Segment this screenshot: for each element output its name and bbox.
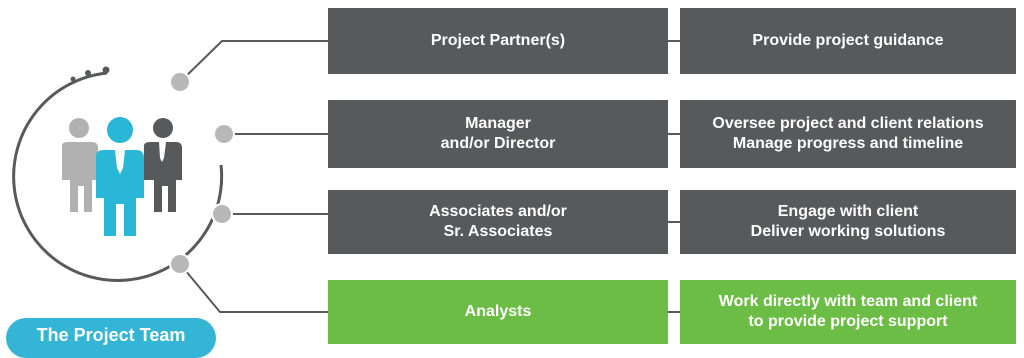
person-left-icon — [62, 118, 98, 212]
responsibility-box-associates: Engage with client Deliver working solut… — [680, 190, 1016, 254]
team-label: The Project Team — [36, 325, 186, 345]
responsibility-line-1: Engage with client — [777, 203, 919, 220]
role-box-manager: Manager and/or Director — [328, 100, 668, 168]
responsibility-line-2: Deliver working solutions — [750, 223, 946, 240]
team-circle-ring — [12, 71, 224, 282]
ring-dot — [70, 76, 76, 82]
responsibility-line-2: Manage progress and timeline — [732, 135, 964, 152]
ring-dot — [102, 66, 110, 74]
responsibility-box-manager: Oversee project and client relations Man… — [680, 100, 1016, 168]
connector-line-1 — [179, 40, 328, 83]
circle-node-2 — [213, 123, 235, 145]
role-label: Project Partner(s) — [430, 32, 566, 49]
circle-node-4 — [169, 253, 191, 275]
responsibility-line-1: Work directly with team and client — [718, 293, 978, 310]
responsibility-box-analysts: Work directly with team and client to pr… — [680, 280, 1016, 344]
responsibility-line-1: Oversee project and client relations — [712, 115, 984, 132]
responsibility-label: Provide project guidance — [752, 32, 944, 49]
circle-node-1 — [169, 71, 191, 93]
role-label-line-2: Sr. Associates — [443, 223, 553, 240]
role-box-analysts: Analysts — [328, 280, 668, 344]
role-box-associates: Associates and/or Sr. Associates — [328, 190, 668, 254]
responsibility-box-project-partners: Provide project guidance — [680, 8, 1016, 74]
ring-dot — [85, 70, 91, 76]
role-label-line-1: Manager — [465, 115, 531, 132]
team-label-badge: The Project Team — [6, 318, 216, 358]
role-label-line-1: Associates and/or — [429, 203, 567, 220]
role-label-line-2: and/or Director — [440, 135, 556, 152]
connector-line-4 — [179, 263, 328, 313]
team-icon — [62, 117, 182, 236]
person-center-icon — [96, 117, 144, 236]
circle-node-3 — [211, 203, 233, 225]
role-label: Analysts — [464, 303, 532, 320]
role-box-project-partners: Project Partner(s) — [328, 8, 668, 74]
person-right-icon — [144, 118, 182, 212]
responsibility-line-2: to provide project support — [748, 313, 948, 330]
